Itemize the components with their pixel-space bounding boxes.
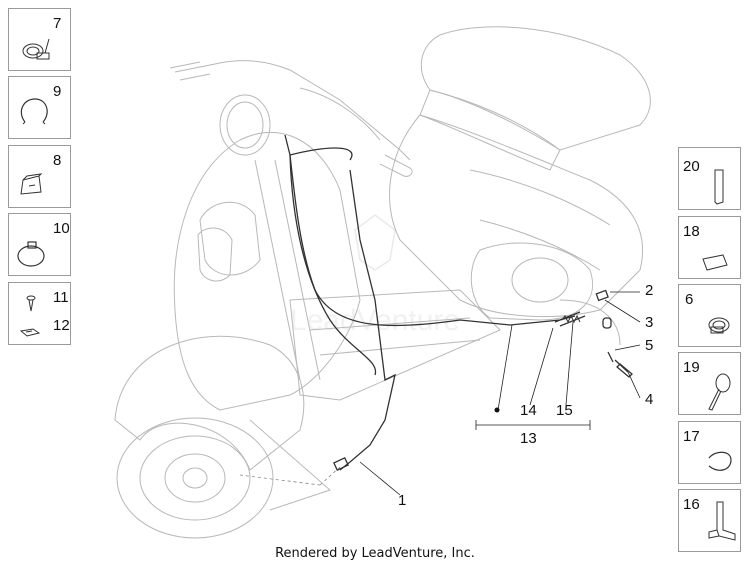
- retaining-ring-icon: [708, 451, 732, 471]
- part-box-9[interactable]: 9: [8, 76, 71, 139]
- part-number: 16: [683, 496, 700, 513]
- screw-icon: [19, 295, 41, 337]
- part-number: 20: [683, 158, 700, 175]
- callout-13: 13: [520, 430, 537, 447]
- part-box-10[interactable]: 10: [8, 213, 71, 276]
- part-number: 8: [53, 152, 62, 169]
- part-box-18[interactable]: 18: [678, 216, 741, 279]
- part-13-dot: [494, 407, 500, 413]
- part-box-6[interactable]: 6: [678, 284, 741, 347]
- part-box-7[interactable]: 7: [8, 8, 71, 71]
- part-number: 7: [53, 15, 62, 32]
- label-plate-icon: [702, 254, 728, 271]
- part-box-17[interactable]: 17: [678, 421, 741, 484]
- callout-15: 15: [556, 402, 573, 419]
- hose-clamp-icon: [22, 38, 50, 60]
- part-number: 12: [53, 317, 70, 334]
- bracket-icon: [708, 501, 736, 541]
- part-number: 17: [683, 428, 700, 445]
- handlebar: [174, 60, 411, 161]
- hose-clamp-icon: [708, 317, 730, 334]
- watermark-text: LeadVenture: [290, 304, 460, 337]
- part-number: 11: [53, 289, 69, 306]
- rear-body: [389, 114, 644, 318]
- cable-front-run: [339, 169, 396, 471]
- band-clamp-icon: [17, 241, 45, 267]
- retaining-ring-icon: [20, 98, 48, 125]
- callout-4: 4: [645, 391, 654, 408]
- tube-icon: [714, 169, 724, 205]
- part-number: 10: [53, 220, 70, 237]
- part-box-16[interactable]: 16: [678, 489, 741, 552]
- footer-credit: Rendered by LeadVenture, Inc.: [275, 546, 475, 561]
- callout-2: 2: [645, 282, 654, 299]
- part-number: 6: [685, 291, 694, 308]
- part-box-19[interactable]: 19: [678, 352, 741, 415]
- watermark: LeadVenture: [290, 214, 460, 337]
- cable-clip-icon: [20, 173, 43, 195]
- part-number: 18: [683, 223, 700, 240]
- front-wheel: [116, 417, 274, 539]
- leg-shield: [173, 131, 361, 411]
- part-number: 19: [683, 359, 700, 376]
- part-box-11-12[interactable]: 11 12: [8, 282, 71, 345]
- callout-5: 5: [645, 337, 654, 354]
- callout-3: 3: [645, 314, 654, 331]
- part-box-20[interactable]: 20: [678, 147, 741, 210]
- seat: [420, 26, 651, 151]
- headlight: [219, 94, 271, 156]
- callout-1: 1: [398, 492, 407, 509]
- part-number: 9: [53, 83, 62, 100]
- callout-14: 14: [520, 402, 537, 419]
- floorboard: [289, 289, 501, 401]
- cable-tie-icon: [708, 373, 731, 411]
- part-box-8[interactable]: 8: [8, 145, 71, 208]
- brake-cable: [284, 134, 576, 327]
